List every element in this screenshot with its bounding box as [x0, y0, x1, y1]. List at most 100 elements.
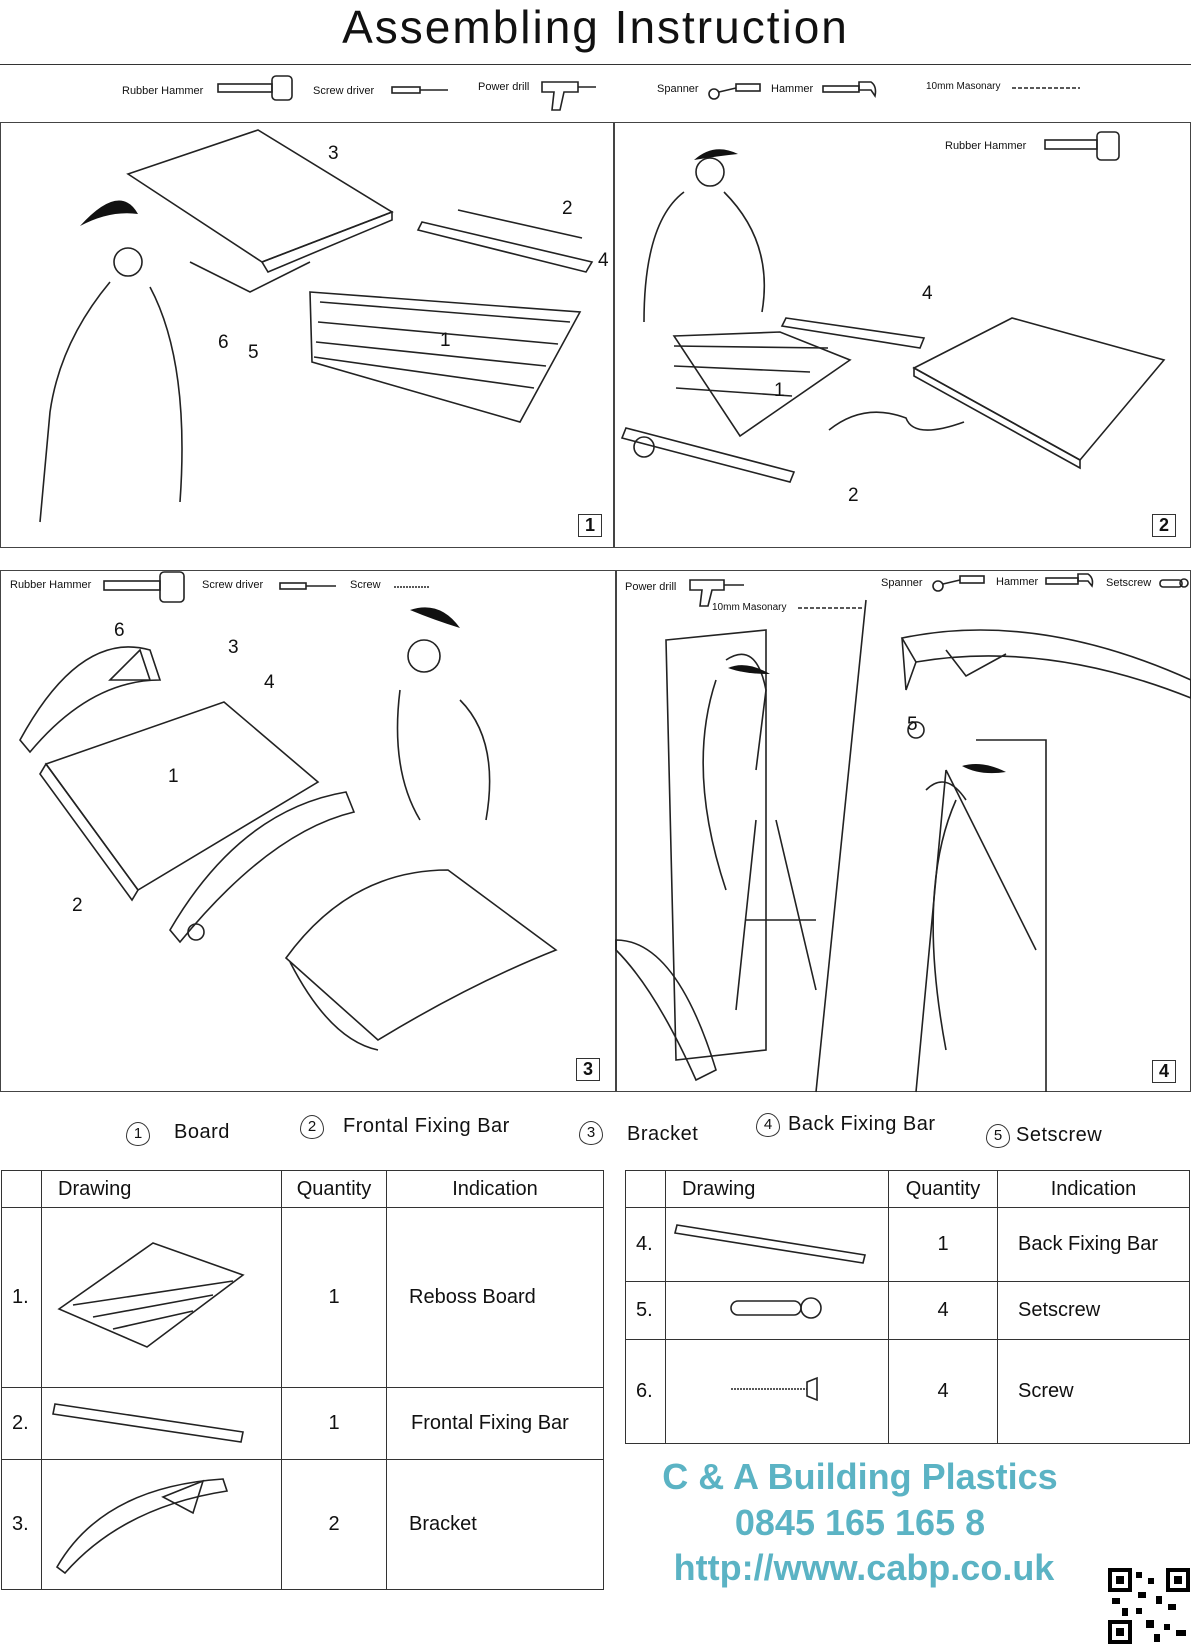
panel4-tool-masonry: 10mm Masonary	[712, 602, 787, 613]
row-index: 3.	[1, 1459, 42, 1590]
panel4-masonry-bit-icon	[798, 607, 864, 609]
table-header-row: Drawing Quantity Indication	[1, 1170, 604, 1208]
tool-label-rubber-hammer: Rubber Hammer	[122, 85, 204, 97]
callout-4-5: 5	[907, 714, 918, 735]
spanner-icon	[708, 83, 761, 100]
step1-illustration	[39, 129, 594, 523]
quantity-cell: 4	[888, 1281, 998, 1340]
legend-marker-2: 2	[300, 1115, 324, 1139]
panel4-tool-power-drill: Power drill	[625, 581, 677, 593]
panel3-rubber-hammer-icon	[103, 571, 185, 603]
callout-1-2: 2	[562, 198, 573, 219]
panel3-tool-screw-driver: Screw driver	[202, 579, 264, 591]
step-number-3: 3	[576, 1058, 601, 1081]
callout-3-1: 1	[168, 766, 179, 787]
indication-cell: Bracket	[386, 1459, 604, 1590]
callout-2-2: 2	[848, 485, 859, 506]
title-divider	[0, 64, 1191, 65]
header-drawing: Drawing	[41, 1170, 282, 1208]
table-row: 5. 4 Setscrew	[625, 1281, 1190, 1340]
quantity-cell: 2	[281, 1459, 387, 1590]
legend-marker-5: 5	[986, 1124, 1010, 1148]
step-panel-1	[0, 122, 614, 548]
power-drill-icon	[541, 81, 596, 111]
callout-1-1: 1	[440, 330, 451, 351]
company-phone: 0845 165 165 8	[734, 1502, 986, 1543]
callout-3-6: 6	[114, 620, 125, 641]
quantity-cell: 4	[888, 1339, 998, 1444]
callout-2-1: 1	[774, 380, 785, 401]
parts-table-left: Drawing Quantity Indication 1. 1 Reboss …	[1, 1170, 604, 1590]
back-fixing-bar-drawing	[674, 1223, 866, 1264]
callout-1-5: 5	[248, 342, 259, 363]
drawing-cell	[41, 1387, 282, 1460]
tool-label-screw-driver: Screw driver	[313, 85, 375, 97]
callout-1-3: 3	[328, 143, 339, 164]
drawing-cell	[41, 1207, 282, 1388]
step3-illustration	[19, 607, 558, 1051]
callout-1-4: 4	[598, 250, 609, 271]
step2-illustration	[620, 149, 1166, 483]
header-indication: Indication	[997, 1170, 1190, 1208]
table-row: 1. 1 Reboss Board	[1, 1207, 604, 1388]
panel4-power-drill-icon	[689, 579, 744, 607]
table-header-row: Drawing Quantity Indication	[625, 1170, 1190, 1208]
panel4-spanner-icon	[932, 575, 985, 592]
step-number-4: 4	[1152, 1060, 1177, 1083]
tool-label-spanner: Spanner	[657, 83, 699, 95]
company-name: C & A Building Plastics	[662, 1456, 1058, 1497]
screw-driver-icon	[391, 86, 448, 94]
table-row: 3. 2 Bracket	[1, 1459, 604, 1590]
drawing-cell	[665, 1207, 889, 1282]
step2-board-lines	[673, 345, 829, 397]
panel4-tool-hammer: Hammer	[996, 576, 1039, 588]
indication-cell: Setscrew	[997, 1281, 1190, 1340]
callout-3-4: 4	[264, 672, 275, 693]
callout-3-3: 3	[228, 637, 239, 658]
quantity-cell: 1	[281, 1207, 387, 1388]
panel3-tool-screw: Screw	[350, 579, 381, 591]
panel3-tool-rubber-hammer: Rubber Hammer	[10, 579, 92, 591]
table-row: 6. 4 Screw	[625, 1339, 1190, 1444]
row-index: 2.	[1, 1387, 42, 1460]
indication-cell: Screw	[997, 1339, 1190, 1444]
tool-label-power-drill: Power drill	[478, 81, 530, 93]
indication-cell: Frontal Fixing Bar	[386, 1387, 604, 1460]
panel2-tool-label: Rubber Hammer	[945, 140, 1027, 152]
bracket-drawing	[55, 1477, 229, 1574]
legend-label-4: Back Fixing Bar	[788, 1113, 936, 1135]
row-index: 4.	[625, 1207, 666, 1282]
row-index: 6.	[625, 1339, 666, 1444]
masonry-bit-icon	[1012, 87, 1080, 89]
panel2-rubber-hammer-icon	[1044, 131, 1120, 161]
legend-label-2: Frontal Fixing Bar	[343, 1115, 510, 1137]
row-index: 5.	[625, 1281, 666, 1340]
panel3-screw-driver-icon	[279, 582, 336, 590]
tool-label-hammer: Hammer	[771, 83, 814, 95]
panel4-tool-spanner: Spanner	[881, 577, 923, 589]
legend-label-5: Setscrew	[1016, 1124, 1103, 1146]
panel4-hammer-icon	[1045, 573, 1094, 588]
callout-2-4: 4	[922, 283, 933, 304]
drawing-cell	[665, 1281, 889, 1340]
parts-table-right: Drawing Quantity Indication 4. 1 Back Fi…	[625, 1170, 1190, 1444]
row-index: 1.	[1, 1207, 42, 1388]
step-number-1: 1	[578, 514, 603, 537]
legend-label-1: Board	[174, 1121, 230, 1143]
step-panel-3	[0, 570, 616, 1092]
panel3-screw-icon	[394, 586, 430, 588]
hammer-icon	[822, 81, 877, 99]
header-quantity: Quantity	[888, 1170, 998, 1208]
callout-3-2: 2	[72, 895, 83, 916]
legend-marker-1: 1	[126, 1122, 150, 1146]
tool-label-masonry: 10mm Masonary	[926, 81, 1001, 92]
company-url[interactable]: http://www.cabp.co.uk	[673, 1547, 1055, 1588]
step-number-2: 2	[1152, 514, 1177, 537]
setscrew-drawing	[730, 1296, 822, 1319]
quantity-cell: 1	[281, 1387, 387, 1460]
step1-board-lines	[313, 301, 571, 389]
step4-illustration	[615, 599, 1191, 1093]
header-quantity: Quantity	[281, 1170, 387, 1208]
setscrew-icon	[1159, 578, 1189, 588]
legend-marker-4: 4	[756, 1113, 780, 1137]
